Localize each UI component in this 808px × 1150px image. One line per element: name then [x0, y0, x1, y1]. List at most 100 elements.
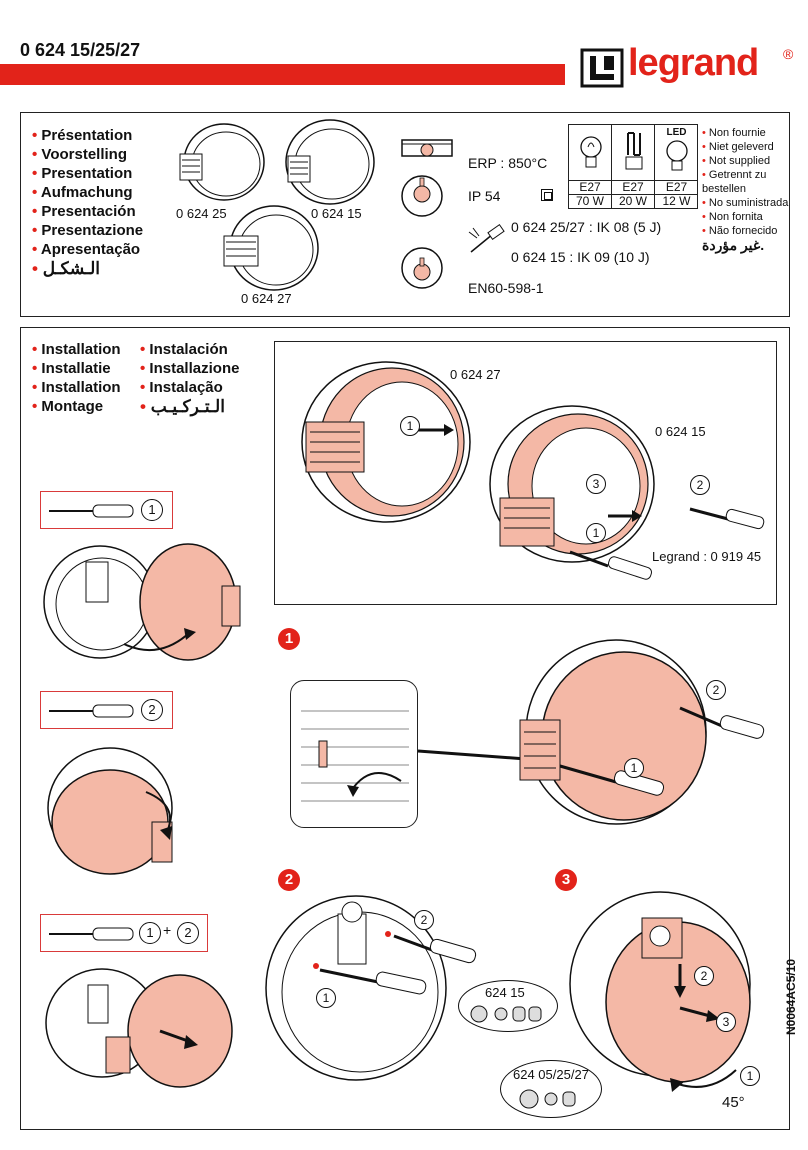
luminaire-0-624-25-drawing [179, 123, 265, 201]
screwdriver-icon [49, 927, 134, 941]
document-reference: N0064AC5/10 [784, 958, 798, 1035]
not-supplied-item: Non fournie [702, 126, 788, 140]
lang-item: Presentation [32, 164, 143, 183]
luminaire-step2-drawing [265, 895, 477, 1081]
lamp-power: 70 W [569, 194, 611, 208]
class-ii-square-icon [541, 189, 553, 201]
lang-item: Instalação [140, 378, 239, 397]
lang-item: Installazione [140, 359, 239, 378]
luminaire-27-removal-drawing [301, 361, 471, 523]
not-supplied-item: Niet geleverd [702, 140, 788, 154]
step-number-marker: 3 [716, 1012, 736, 1032]
not-supplied-list: Non fournie Niet geleverd Not supplied G… [702, 126, 788, 252]
erp-spec: ERP : 850°C [468, 155, 548, 171]
zoom-connector-line [417, 749, 527, 761]
installation-language-list-left: Installation Installatie Installation Mo… [32, 340, 121, 416]
luminaire-0-624-27-drawing [223, 205, 319, 291]
step-number-marker: 1 [624, 758, 644, 778]
cfl-bulb-icon [625, 132, 643, 170]
installation-language-list-right: Instalación Installazione Instalação الـ… [140, 340, 239, 416]
model-title: 0 624 15/25/27 [20, 40, 141, 60]
lamp-power: 12 W [655, 194, 698, 208]
step-badge-1: 1 [278, 628, 300, 650]
luminaire-step1-drawing [519, 639, 765, 825]
brand-name: legrand [628, 42, 759, 84]
step-number-marker: 2 [690, 475, 710, 495]
step-number-marker: 2 [414, 910, 434, 930]
tool-step-number: 2 [177, 922, 199, 944]
lang-item: الـشكـل [32, 259, 143, 278]
lang-item: Presentazione [32, 221, 143, 240]
erp-flame-test-icon [401, 139, 453, 157]
tool-step-number: 1 [141, 499, 163, 521]
zoom-detail-frame [290, 680, 418, 828]
step-number-marker: 2 [694, 966, 714, 986]
ik-spec-15: 0 624 15 : IK 09 (10 J) [511, 249, 650, 265]
presentation-language-list: Présentation Voorstelling Presentation A… [32, 126, 143, 278]
led-bulb-icon [666, 140, 688, 171]
lamp-table: E27 70 W E27 20 W LED E27 12 W [568, 124, 698, 209]
lang-item: Presentación [32, 202, 143, 221]
legrand-logo-icon [580, 48, 624, 88]
installation-panel [20, 327, 790, 1130]
presentation-panel [20, 112, 790, 317]
screwdriver-icon [569, 550, 652, 580]
product-label-0-624-25: 0 624 25 [176, 206, 227, 221]
lamp-power: 20 W [612, 194, 654, 208]
lamp-cell-incandescent: E27 70 W [569, 125, 612, 208]
diagram-label-0-624-27: 0 624 27 [450, 367, 501, 382]
step-badge-2: 2 [278, 869, 300, 891]
header-red-band [0, 64, 565, 85]
clip-detail-drawing [301, 710, 409, 802]
product-label-0-624-27: 0 624 27 [241, 291, 292, 306]
not-supplied-item: Non fornita [702, 210, 788, 224]
brand-logo: legrand ® [580, 42, 802, 90]
lang-item: Instalación [140, 340, 239, 359]
not-supplied-item: bestellen [702, 183, 747, 195]
tool-step-plus: + [163, 922, 172, 938]
kit-label: 624 05/25/27 [513, 1067, 589, 1082]
spare-parts-kit-624-05-25-27: 624 05/25/27 [500, 1060, 602, 1118]
impact-hammer-icon [468, 224, 505, 253]
luminaire-15-removal-drawing [489, 405, 655, 563]
lamp-cell-led: LED E27 12 W [655, 125, 698, 208]
luminaire-open-drawing [43, 543, 241, 661]
step-number-marker: 1 [400, 416, 420, 436]
step-number-marker: 3 [586, 474, 606, 494]
screwdriver-icon [49, 704, 134, 718]
ip-spec: IP 54 [468, 188, 501, 204]
tool-reference: Legrand : 0 919 45 [652, 549, 762, 564]
tool-step-number: 1 [139, 922, 161, 944]
luminaire-step3-drawing [569, 891, 751, 1092]
lang-item: Voorstelling [32, 145, 143, 164]
kit-label: 624 15 [485, 985, 525, 1000]
product-label-0-624-15: 0 624 15 [311, 206, 362, 221]
lamp-base: E27 [612, 180, 654, 194]
lang-item: Installatie [32, 359, 121, 378]
not-supplied-item: غير مؤردة. [702, 237, 765, 253]
lang-item: Montage [32, 397, 121, 416]
not-supplied-item: No suministrada [702, 196, 788, 210]
tool-step-box-2: 2 [40, 691, 173, 729]
diagram-label-0-624-15: 0 624 15 [655, 424, 706, 439]
brand-registered-mark: ® [783, 46, 794, 62]
led-label: LED [666, 127, 687, 138]
tool-step-box-1: 1 [40, 491, 173, 529]
ik-rating-icon [401, 247, 443, 289]
tool-step-box-1-2: 1 + 2 [40, 914, 208, 952]
ip-rating-icon [401, 175, 443, 217]
tool-step-number: 2 [141, 699, 163, 721]
lang-item: Aufmachung [32, 183, 143, 202]
incandescent-bulb-icon [580, 136, 602, 168]
luminaire-closing-drawing [47, 747, 173, 875]
ik-spec-25-27: 0 624 25/27 : IK 08 (5 J) [511, 219, 662, 235]
standard-spec: EN60-598-1 [468, 280, 544, 296]
lang-item: الـتـركـيـب [140, 397, 239, 416]
step-number-marker: 2 [706, 680, 726, 700]
lamp-base: E27 [569, 180, 611, 194]
step-number-marker: 1 [586, 523, 606, 543]
luminaire-fitting-drawing [45, 968, 233, 1088]
rotation-angle: 45° [722, 1094, 745, 1111]
not-supplied-item: Não fornecido [702, 224, 788, 238]
lang-item: Présentation [32, 126, 143, 145]
